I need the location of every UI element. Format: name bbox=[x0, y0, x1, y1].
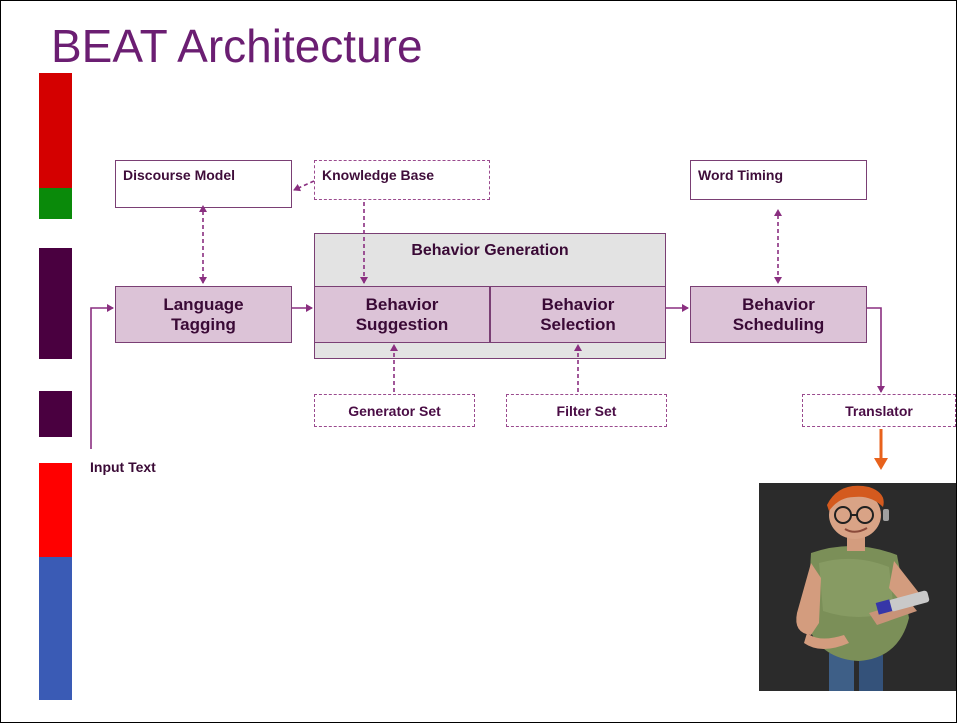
side-bar-bright-red bbox=[39, 463, 72, 557]
side-bar-purple-small bbox=[39, 391, 72, 437]
knowledge-to-discourse-arrow bbox=[293, 180, 315, 192]
word-timing-box: Word Timing bbox=[690, 160, 867, 200]
filter-set-box: Filter Set bbox=[506, 394, 667, 427]
filter-set-label: Filter Set bbox=[556, 402, 617, 419]
language-tagging-line1: Language bbox=[163, 294, 244, 314]
discourse-model-label: Discourse Model bbox=[123, 167, 236, 183]
behavior-generation-title: Behavior Generation bbox=[411, 242, 569, 259]
side-bar-purple bbox=[39, 248, 72, 359]
animated-character-image bbox=[759, 483, 956, 691]
generator-set-box: Generator Set bbox=[314, 394, 475, 427]
behavior-suggestion-line2: Suggestion bbox=[355, 314, 449, 334]
behavior-scheduling-line1: Behavior bbox=[742, 294, 815, 314]
behavior-suggestion-line1: Behavior bbox=[365, 294, 439, 314]
slide-title: BEAT Architecture bbox=[51, 20, 423, 72]
behavior-suggestion-box: Behavior Suggestion bbox=[314, 286, 490, 343]
language-tagging-box: Language Tagging bbox=[115, 286, 292, 343]
knowledge-base-box: Knowledge Base bbox=[314, 160, 490, 200]
word-timing-label: Word Timing bbox=[698, 167, 784, 183]
behavior-scheduling-line2: Scheduling bbox=[732, 314, 825, 334]
side-bar-green bbox=[39, 188, 72, 219]
language-tagging-line2: Tagging bbox=[171, 314, 236, 334]
input-text-label: Input Text bbox=[90, 459, 156, 475]
translator-label: Translator bbox=[845, 402, 913, 419]
knowledge-base-label: Knowledge Base bbox=[322, 167, 435, 183]
behavior-scheduling-box: Behavior Scheduling bbox=[690, 286, 867, 343]
behavior-selection-box: Behavior Selection bbox=[490, 286, 666, 343]
discourse-model-box: Discourse Model bbox=[115, 160, 292, 208]
side-bar-blue bbox=[39, 557, 72, 700]
side-bar-red bbox=[39, 73, 72, 188]
translator-box: Translator bbox=[802, 394, 956, 427]
input-text-arrow bbox=[90, 304, 114, 449]
behavior-selection-line2: Selection bbox=[540, 314, 616, 334]
scheduling-to-translator-arrow bbox=[867, 307, 885, 393]
generator-set-label: Generator Set bbox=[348, 402, 441, 419]
behavior-selection-line1: Behavior bbox=[541, 294, 615, 314]
